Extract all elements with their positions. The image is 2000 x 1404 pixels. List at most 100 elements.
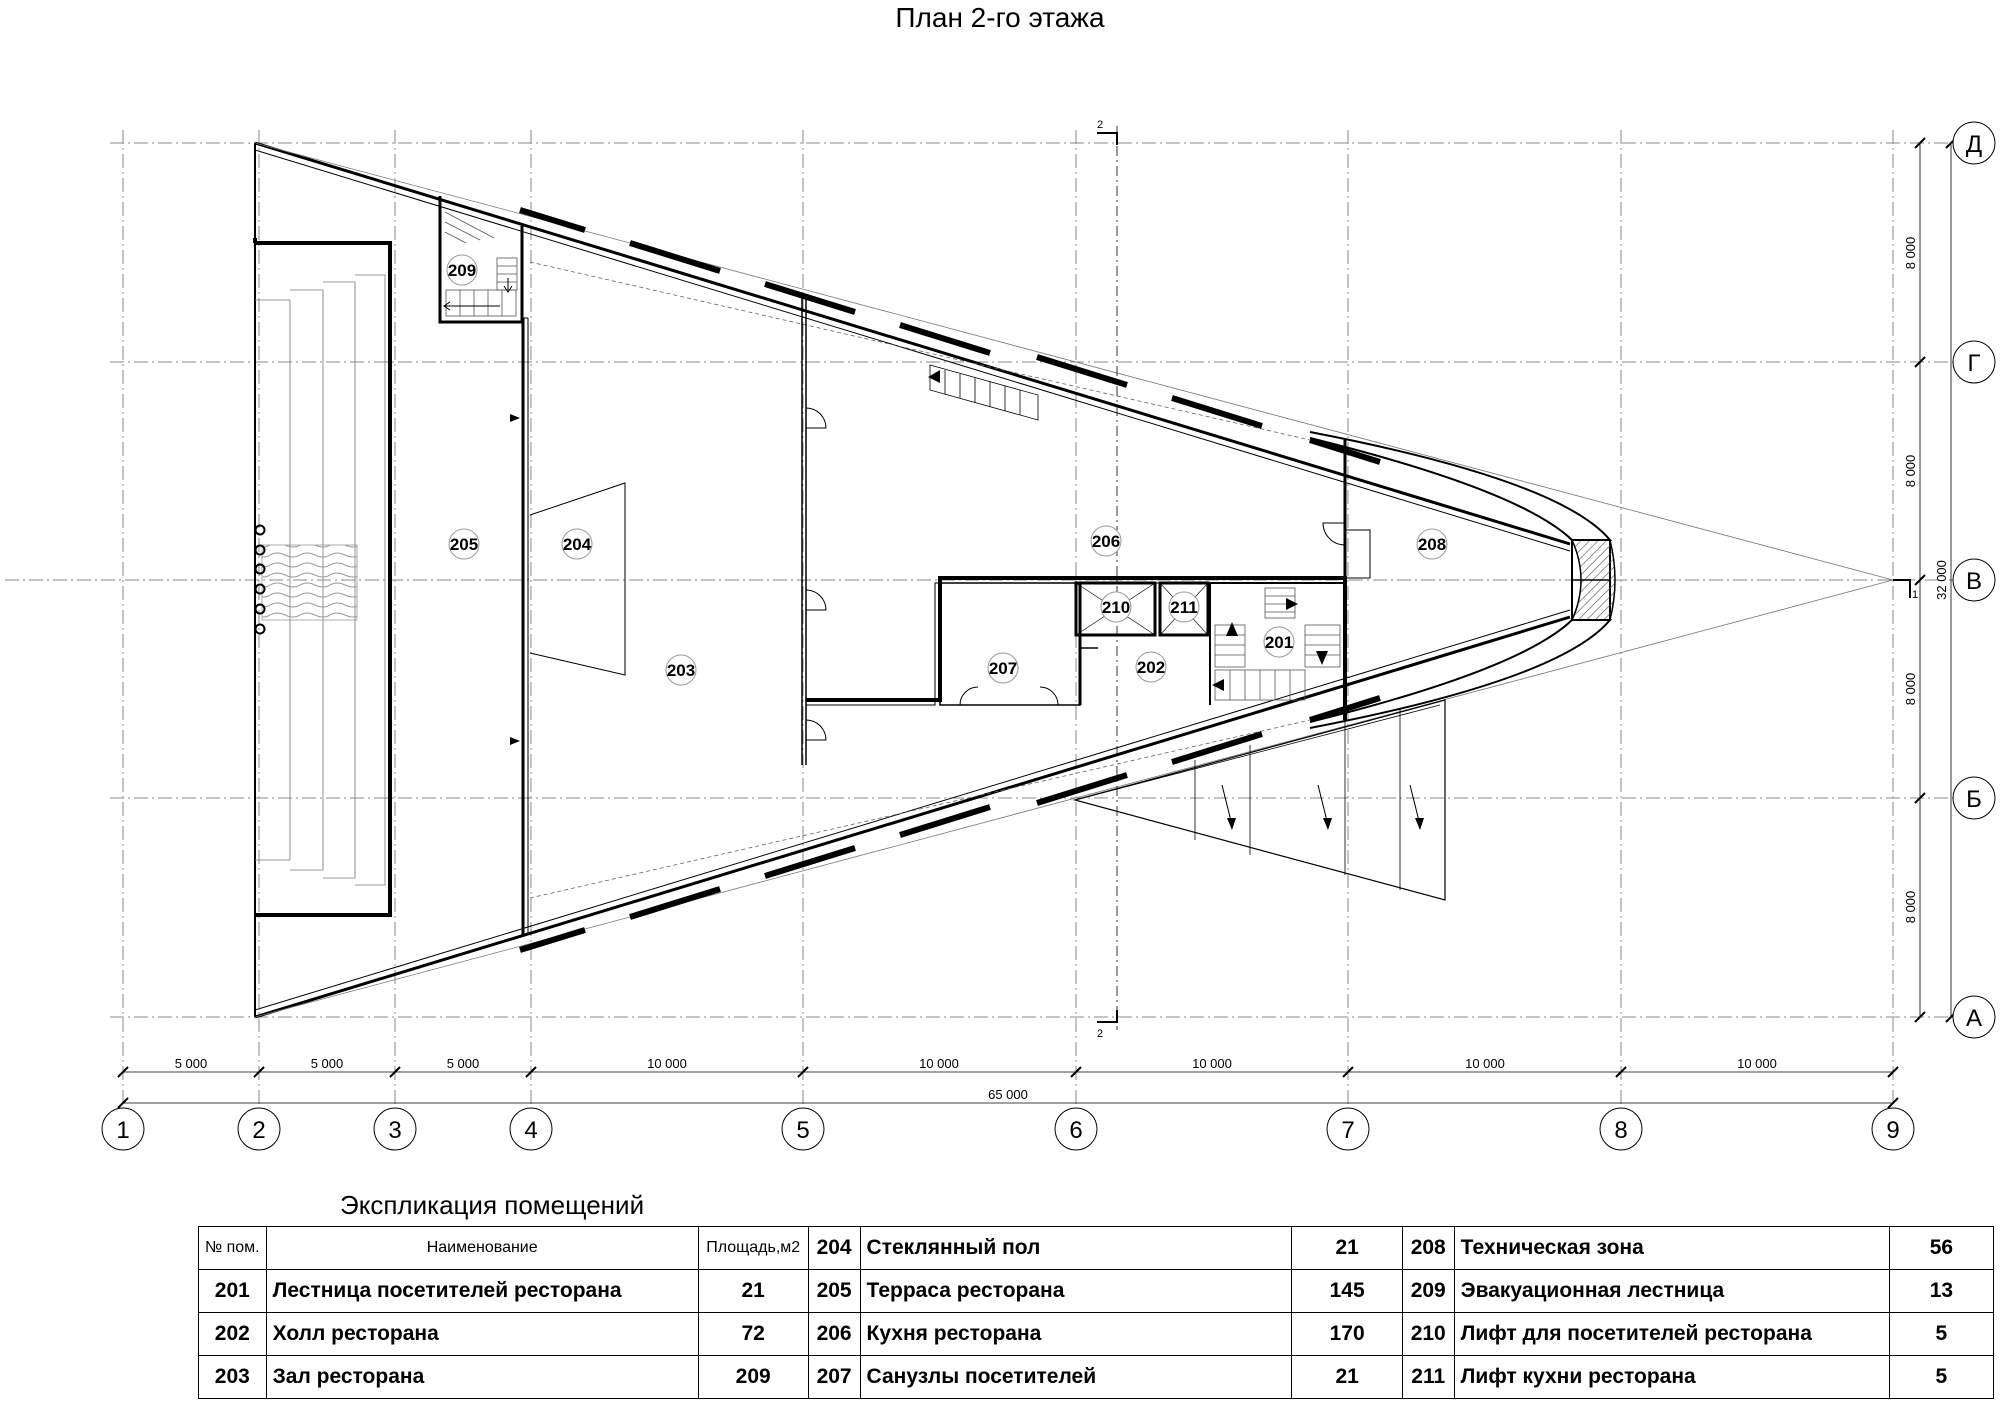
room-label-circles — [446, 254, 1448, 686]
door-arrow-upper — [510, 414, 520, 422]
room-name: Холл ресторана — [265, 1312, 699, 1356]
room-area: 72 — [697, 1312, 809, 1356]
room-number: 203 — [198, 1355, 267, 1399]
section-line-1 — [1893, 579, 1911, 598]
room-area: 170 — [1291, 1312, 1403, 1356]
glazed-partition — [521, 317, 529, 935]
grid-axes — [5, 130, 1953, 1108]
dim-col-7: 10 000 — [1465, 1056, 1505, 1071]
explication-title: Экспликация помещений — [340, 1190, 645, 1220]
table-row: 201 Лестница посетителей ресторана 21 20… — [198, 1269, 1995, 1313]
row-axis-bubbles — [1952, 121, 1996, 1039]
column-axis-bubbles — [101, 1107, 1915, 1151]
room-label-201: 201 — [1265, 633, 1293, 652]
dim-col-4: 10 000 — [647, 1056, 687, 1071]
kitchen-stair-arrow — [928, 370, 940, 383]
dimension-tick — [1887, 1097, 1899, 1109]
section-mark-right: 1 — [1912, 589, 1918, 601]
room-name: Зал ресторана — [265, 1355, 699, 1399]
room-number: 202 — [198, 1312, 267, 1356]
stair-arrow-2 — [1226, 622, 1238, 636]
dimension-tick — [797, 1066, 809, 1078]
dim-row-3: 8 000 — [1903, 673, 1918, 706]
room-name: Лифт кухни ресторана — [1453, 1355, 1890, 1399]
room-number: 207 — [807, 1355, 861, 1399]
dim-row-2: 8 000 — [1903, 455, 1918, 488]
dimension-tick — [117, 1066, 129, 1078]
dim-col-1: 5 000 — [175, 1056, 208, 1071]
axis-col-3: 3 — [388, 1117, 401, 1144]
room-label-206: 206 — [1092, 532, 1120, 551]
room-name: Лифт для посетителей ресторана — [1453, 1312, 1890, 1356]
building-outline — [254, 141, 1894, 1019]
dim-col-3: 5 000 — [447, 1056, 480, 1071]
interior-partitions — [801, 298, 1371, 765]
page-title: План 2-го этажа — [895, 2, 1105, 33]
room-number: 211 — [1401, 1355, 1455, 1399]
dim-total-height: 32 000 — [1934, 560, 1949, 600]
room-area: 21 — [1291, 1355, 1403, 1399]
axis-row-d: Д — [1966, 131, 1982, 158]
visitor-stair — [1209, 582, 1345, 705]
dimension-tick — [389, 1066, 401, 1078]
room-label-203: 203 — [667, 661, 695, 680]
dim-col-5: 10 000 — [919, 1056, 959, 1071]
dimension-tick — [1342, 1066, 1354, 1078]
lower-canopy — [1072, 699, 1446, 901]
section-mark-top: 2 — [1097, 119, 1103, 131]
terrace-seating — [253, 238, 392, 917]
room-label-202: 202 — [1137, 658, 1165, 677]
evacuation-stair — [438, 196, 524, 324]
room-number: 209 — [1401, 1269, 1455, 1313]
room-label-204: 204 — [563, 535, 592, 554]
room-name: Санузлы посетителей — [859, 1355, 1293, 1399]
room-area: 21 — [697, 1269, 809, 1313]
header-area: Площадь,м2 — [697, 1226, 809, 1270]
table-row: № пом. Наименование Площадь,м2 204 Стекл… — [198, 1226, 1995, 1270]
room-name: Терраса ресторана — [859, 1269, 1293, 1313]
dimension-tick — [1914, 792, 1926, 804]
dimension-tick — [1887, 1066, 1899, 1078]
stair-arrow-1 — [1286, 598, 1298, 610]
axis-col-2: 2 — [252, 1117, 265, 1144]
axis-col-8: 8 — [1614, 1117, 1627, 1144]
room-name: Эвакуационная лестница — [1453, 1269, 1890, 1313]
dim-total-width: 65 000 — [988, 1087, 1028, 1102]
column-dimension-ticks — [117, 1066, 1899, 1109]
dimension-tick — [525, 1066, 537, 1078]
room-number: 208 — [1401, 1226, 1455, 1270]
room-label-207: 207 — [989, 659, 1017, 678]
kitchen-stair — [929, 364, 1039, 421]
window-bands — [519, 207, 1381, 953]
axis-col-6: 6 — [1069, 1117, 1082, 1144]
room-area: 21 — [1291, 1226, 1403, 1270]
room-label-211: 211 — [1170, 598, 1197, 617]
room-area: 5 — [1888, 1312, 1995, 1356]
dim-col-2: 5 000 — [311, 1056, 344, 1071]
room-label-205: 205 — [450, 535, 478, 554]
room-area: 209 — [697, 1355, 809, 1399]
floor-plan-drawing: 2 2 1 201 202 203 204 205 206 207 208 20… — [5, 119, 1996, 1151]
room-label-208: 208 — [1418, 535, 1446, 554]
dimension-tick — [1615, 1066, 1627, 1078]
dim-row-4: 8 000 — [1903, 891, 1918, 924]
canopy-arrow-2 — [1323, 818, 1332, 830]
dimension-tick — [1914, 356, 1926, 368]
room-label-210: 210 — [1102, 598, 1130, 617]
axis-col-1: 1 — [116, 1117, 129, 1144]
stair-arrow-4 — [1212, 679, 1224, 691]
explication-table: № пом. Наименование Площадь,м2 204 Стекл… — [198, 1226, 1995, 1399]
dimension-tick — [117, 1097, 129, 1109]
dimension-lines — [123, 143, 1952, 1104]
technical-zone-curve — [1309, 431, 1616, 729]
room-name: Техническая зона — [1453, 1226, 1890, 1270]
room-number: 205 — [807, 1269, 861, 1313]
room-number: 204 — [807, 1226, 861, 1270]
room-area: 145 — [1291, 1269, 1403, 1313]
dimension-tick — [1914, 574, 1926, 586]
restroom-block — [939, 582, 1082, 706]
axis-row-g: Г — [1968, 350, 1981, 377]
terrace-posts — [254, 524, 266, 635]
axis-col-7: 7 — [1341, 1117, 1354, 1144]
axis-col-9: 9 — [1886, 1117, 1899, 1144]
